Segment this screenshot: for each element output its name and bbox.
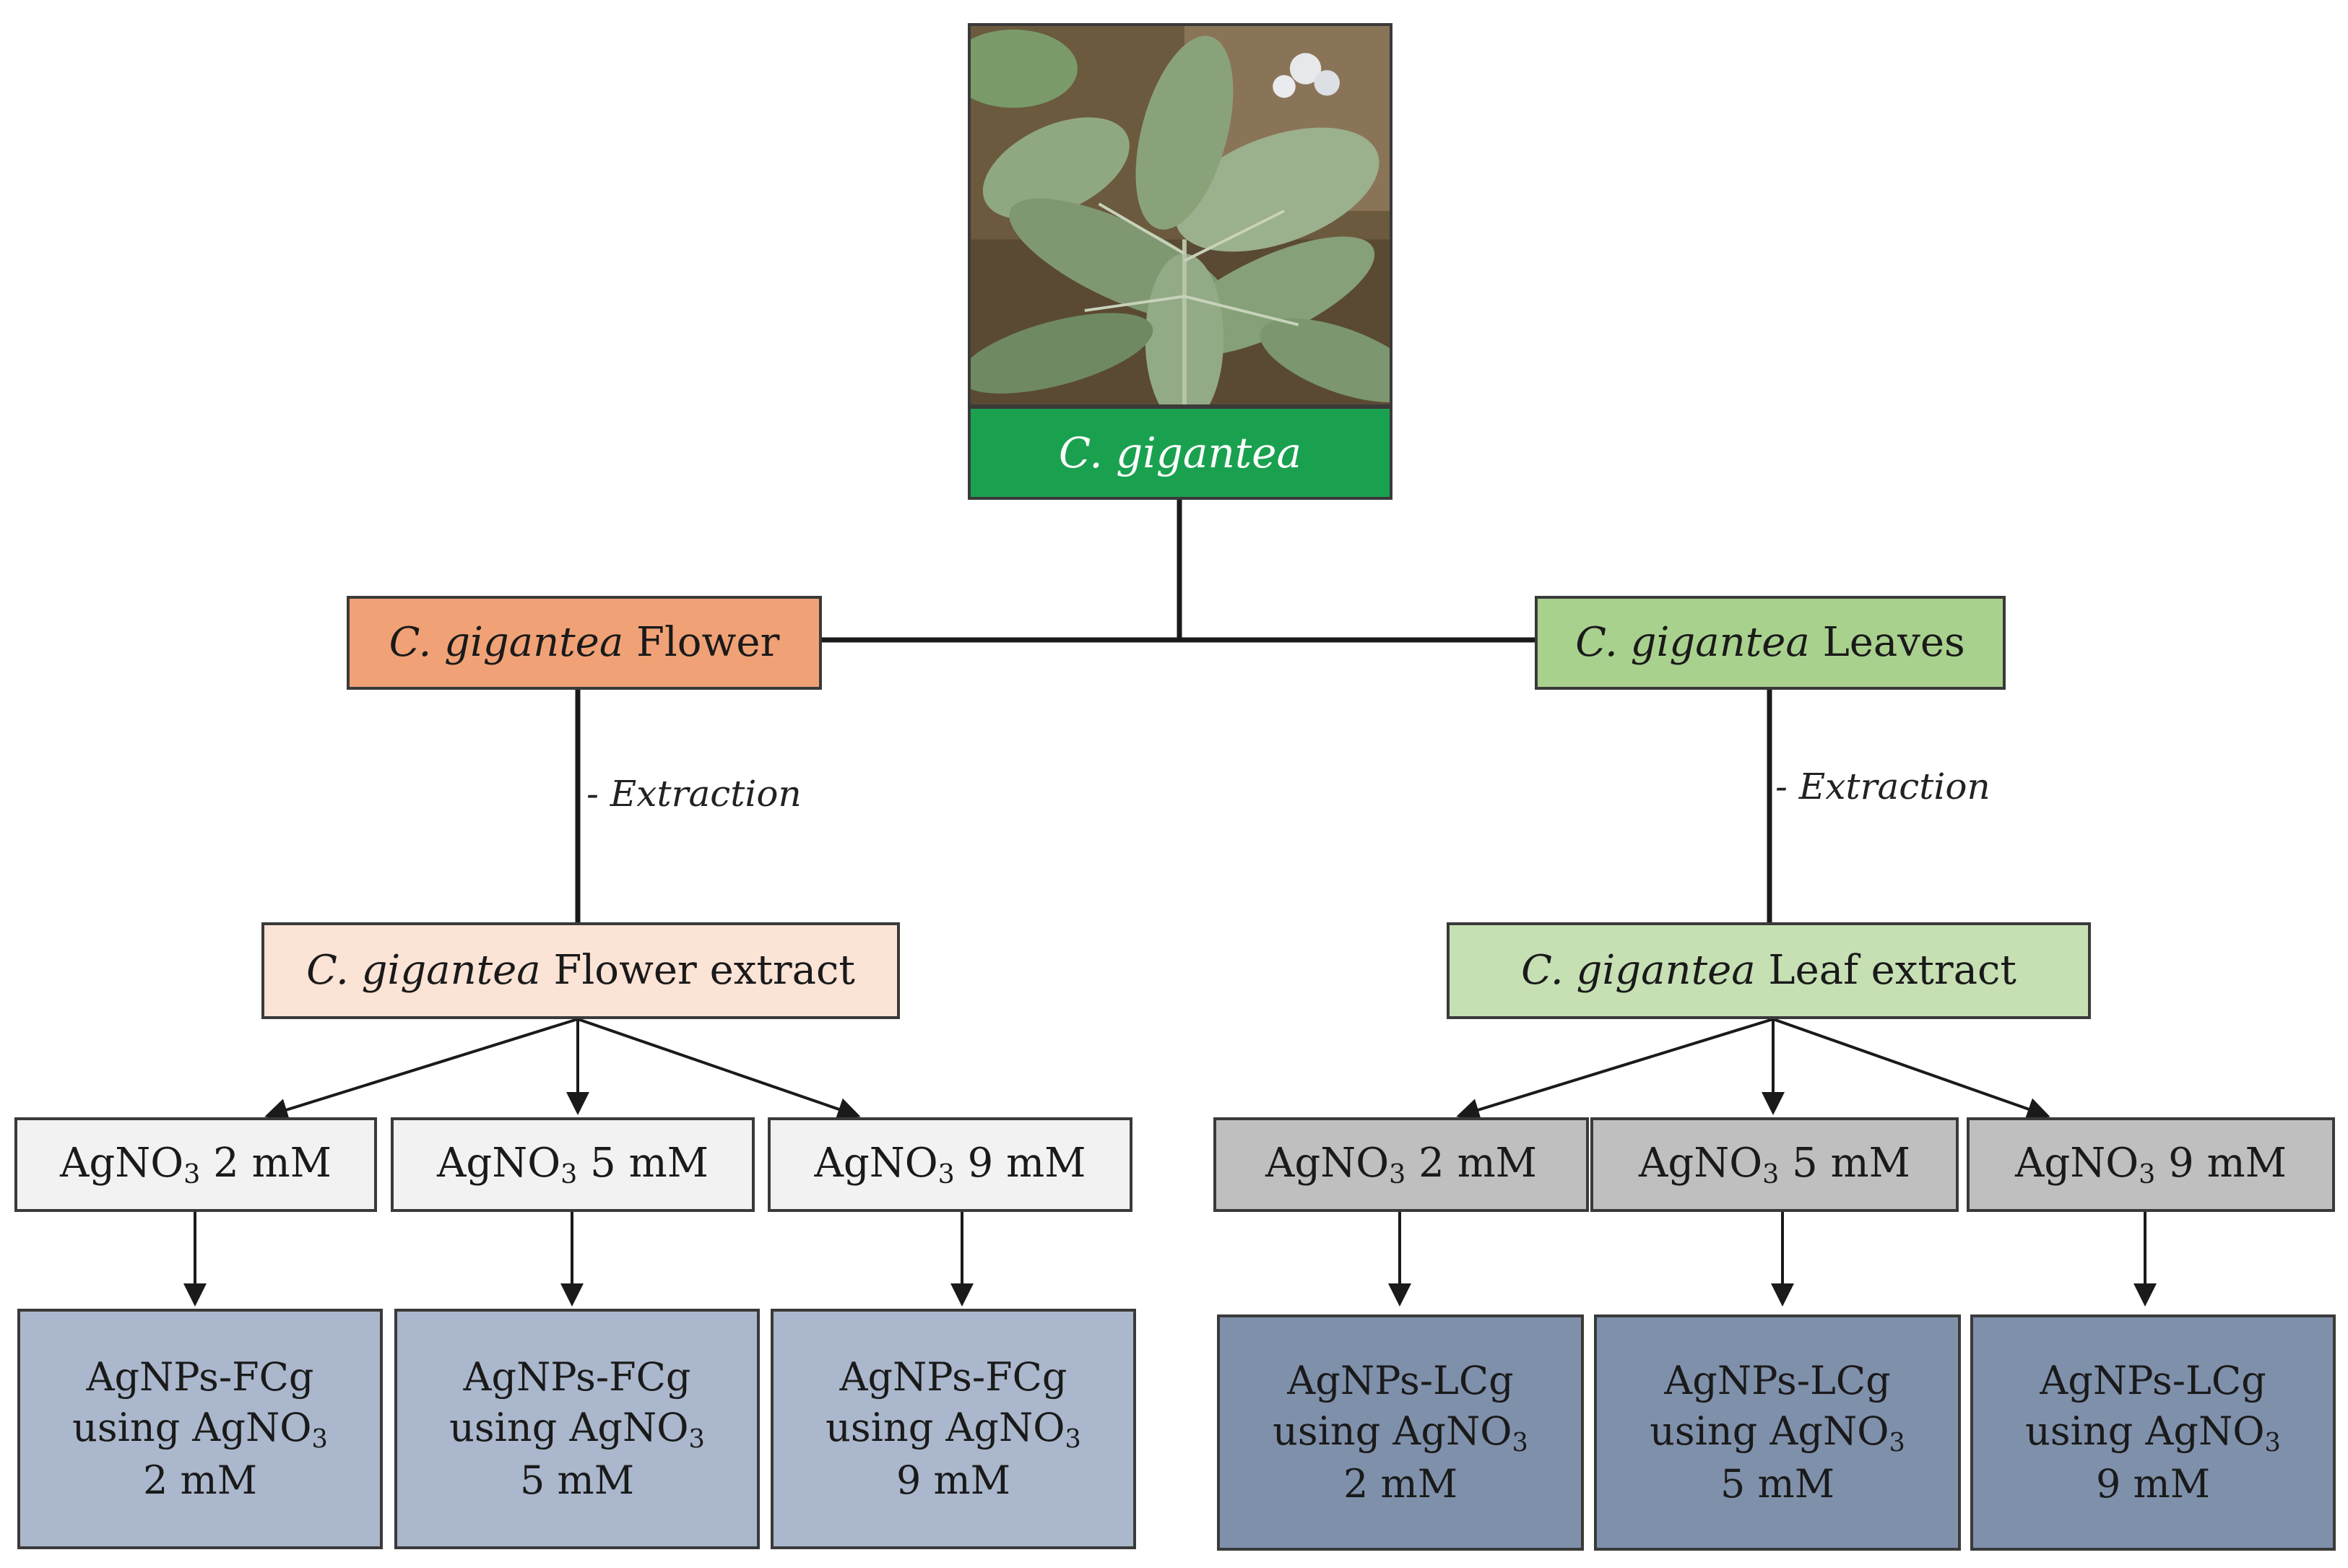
arrow-fext-to-conc-3 xyxy=(577,1018,861,1120)
arrow-fext-to-conc-1 xyxy=(264,1018,579,1121)
flower-part-name: Flower xyxy=(636,618,780,666)
flower-extract-name: Flower extract xyxy=(553,946,855,994)
leaves-part-name: Leaves xyxy=(1822,618,1965,666)
flower-extract-species: C. gigantea xyxy=(306,946,541,994)
leaf-extract-species: C. gigantea xyxy=(1521,946,1756,994)
flower-part-box: C. gigantea Flower xyxy=(347,596,822,690)
leaf-extract-name: Leaf extract xyxy=(1768,946,2016,994)
leaves-extraction-step: - Extraction xyxy=(1775,766,1990,807)
flower-conc-box-9mM: AgNO3 9 mM xyxy=(768,1117,1132,1212)
leaves-extraction-text: Extraction xyxy=(1798,766,1990,807)
leaf-conc-box-2mM: AgNO3 2 mM xyxy=(1213,1117,1589,1212)
leaf-conc-box-5mM: AgNO3 5 mM xyxy=(1590,1117,1959,1212)
leaf-conc-box-9mM: AgNO3 9 mM xyxy=(1967,1117,2335,1212)
leaves-species: C. gigantea xyxy=(1575,618,1810,666)
flower-conc-box-5mM: AgNO3 5 mM xyxy=(391,1117,755,1212)
calotropis-plant-image xyxy=(971,26,1390,404)
arrow-lext-to-conc-1 xyxy=(1456,1018,1774,1122)
leaf-extract-box: C. gigantea Leaf extract xyxy=(1447,922,2091,1019)
flower-extraction-text: Extraction xyxy=(610,773,802,815)
arrow-lext-to-conc-3 xyxy=(1772,1018,2050,1120)
flower-extract-box: C. gigantea Flower extract xyxy=(261,922,900,1019)
plant-photo xyxy=(968,23,1392,407)
flower-extraction-step: - Extraction xyxy=(586,773,802,815)
flower-species: C. gigantea xyxy=(389,618,624,666)
root-species-label: C. gigantea xyxy=(968,406,1392,500)
flower-conc-box-2mM: AgNO3 2 mM xyxy=(14,1117,377,1212)
leaves-part-box: C. gigantea Leaves xyxy=(1535,596,2006,690)
